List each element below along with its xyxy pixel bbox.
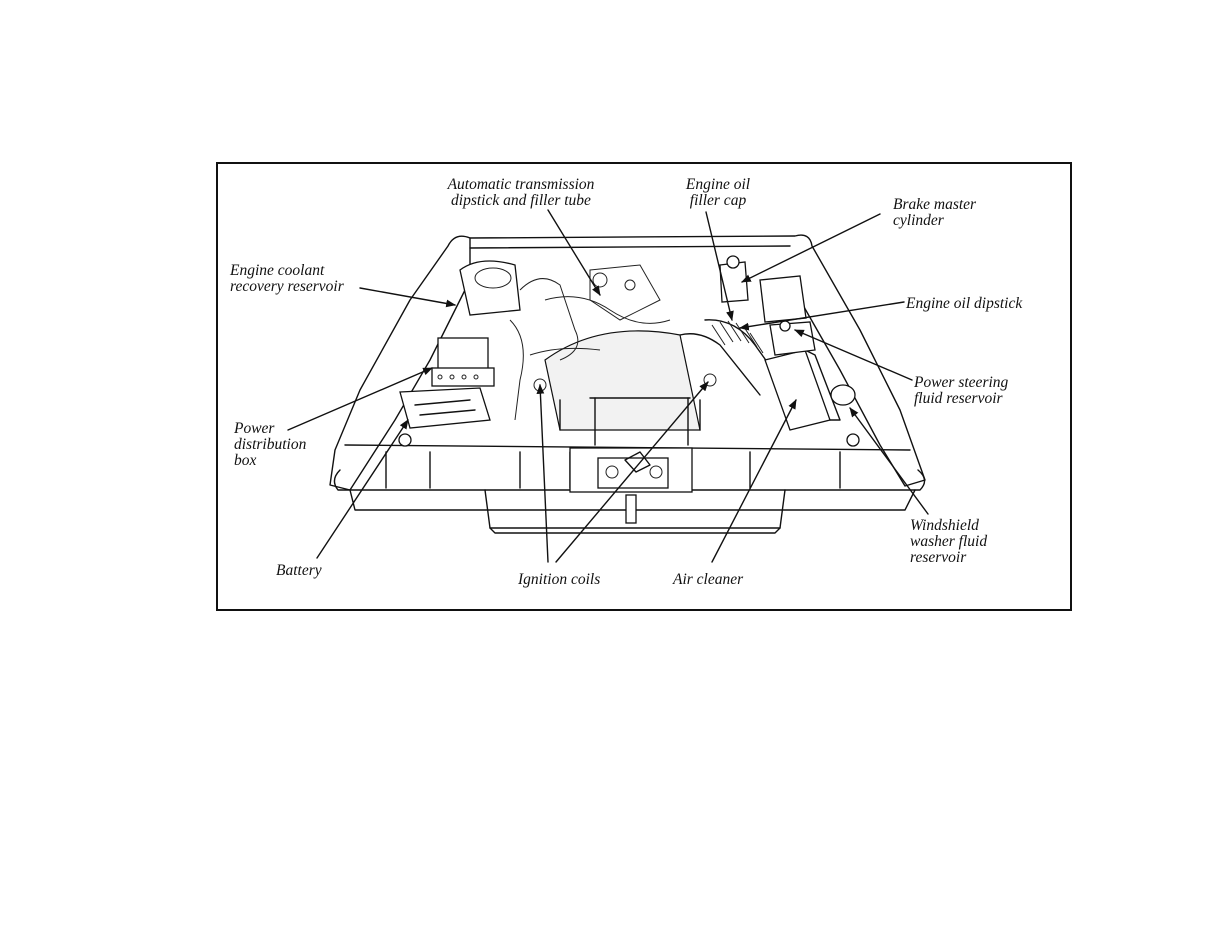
- label-battery: Battery: [276, 563, 346, 579]
- leader-washer: [850, 408, 928, 514]
- leader-brake: [742, 214, 880, 282]
- label-oil-filler: Engine oil filler cap: [672, 177, 764, 209]
- label-ignition-coils: Ignition coils: [518, 572, 628, 588]
- label-power-distribution: Power distribution box: [234, 421, 334, 469]
- label-washer-reservoir: Windshield washer fluid reservoir: [910, 518, 1010, 566]
- label-oil-dipstick: Engine oil dipstick: [906, 296, 1052, 312]
- label-power-steering: Power steering fluid reservoir: [914, 375, 1034, 407]
- air-cleaner-box: [765, 350, 840, 430]
- label-air-cleaner: Air cleaner: [673, 572, 763, 588]
- leader-air-cleaner: [712, 400, 796, 562]
- intake-hose: [680, 320, 780, 395]
- label-auto-trans: Automatic transmission dipstick and fill…: [432, 177, 610, 209]
- leader-coolant: [360, 288, 455, 305]
- label-coolant-reservoir: Engine coolant recovery reservoir: [230, 263, 370, 295]
- hood-latch: [570, 448, 692, 523]
- label-brake-master: Brake master cylinder: [893, 197, 1003, 229]
- leader-ignition-a: [540, 385, 548, 562]
